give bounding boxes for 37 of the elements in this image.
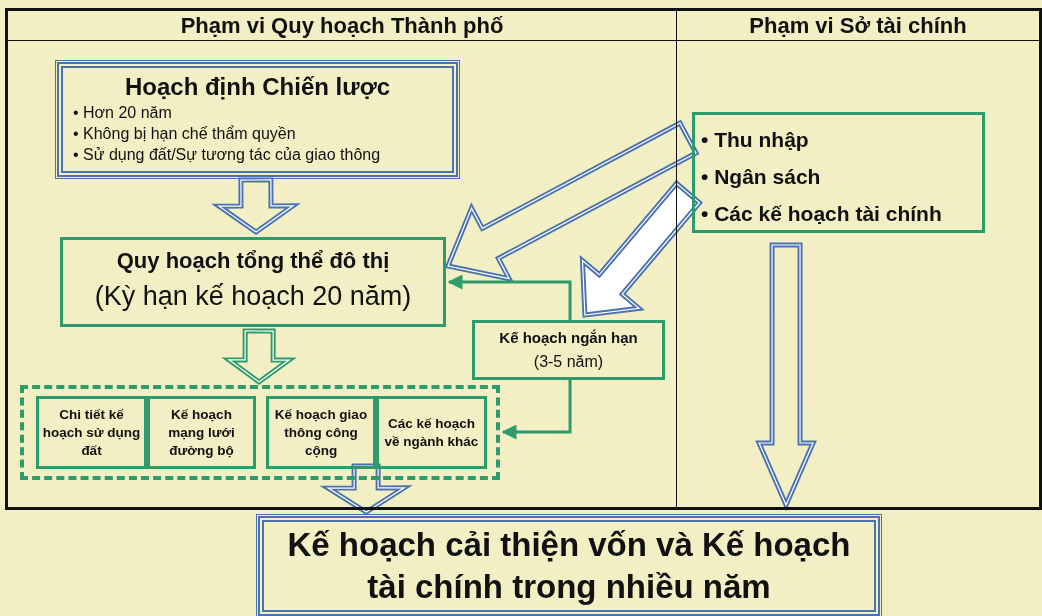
process-box: [147, 396, 256, 469]
bullet-item: • Không bị hạn chế thẩm quyền: [73, 124, 297, 144]
process-box: [472, 320, 665, 380]
column-heading: Phạm vi Sở tài chính: [677, 11, 1039, 41]
box-title: Kế hoạch cải thiện vốn và Kế hoạch tài chính trong nhiều năm: [286, 525, 852, 607]
process-box: [57, 62, 458, 177]
arrow: [501, 380, 572, 440]
process-box: [60, 237, 446, 327]
bullet-item: • Thu nhập: [701, 127, 810, 153]
box-title: Kế hoạch ngắn hạn: [498, 328, 639, 348]
box-subtitle: (3-5 năm): [532, 352, 605, 372]
box-title: Hoạch định Chiến lược: [123, 72, 392, 102]
result-box: [258, 516, 880, 616]
block-arrow: [579, 179, 703, 318]
process-box: [266, 396, 376, 469]
box-text: Các kế hoạch về ngành khác: [383, 414, 480, 451]
column-panel: [676, 8, 1042, 510]
box-subtitle: (Kỳ hạn kế hoạch 20 năm): [93, 280, 413, 313]
dashed-group-box: [20, 385, 500, 480]
process-box: [376, 396, 487, 469]
block-arrow: [319, 463, 413, 515]
block-arrow: [444, 119, 700, 283]
bullet-item: • Ngân sách: [701, 164, 822, 190]
process-box: [692, 112, 985, 233]
box-text: Chi tiết kế hoạch sử dụng đất: [41, 405, 142, 460]
box-text: Kế hoạch mạng lưới đường bộ: [167, 405, 236, 460]
bullet-item: • Hơn 20 năm: [73, 103, 173, 123]
process-box: [36, 396, 147, 469]
block-arrow: [221, 328, 297, 386]
column-panel: [5, 8, 676, 510]
box-title: Quy hoạch tổng thể đô thị: [115, 247, 391, 275]
bullet-item: • Các kế hoạch tài chính: [701, 201, 943, 227]
arrow: [447, 274, 572, 320]
column-heading: Phạm vi Quy hoạch Thành phố: [8, 11, 676, 41]
box-text: Kế hoạch giao thông công cộng: [273, 405, 369, 460]
bullet-item: • Sử dụng đất/Sự tương tác của giao thông: [73, 145, 382, 165]
block-arrow: [211, 177, 301, 236]
